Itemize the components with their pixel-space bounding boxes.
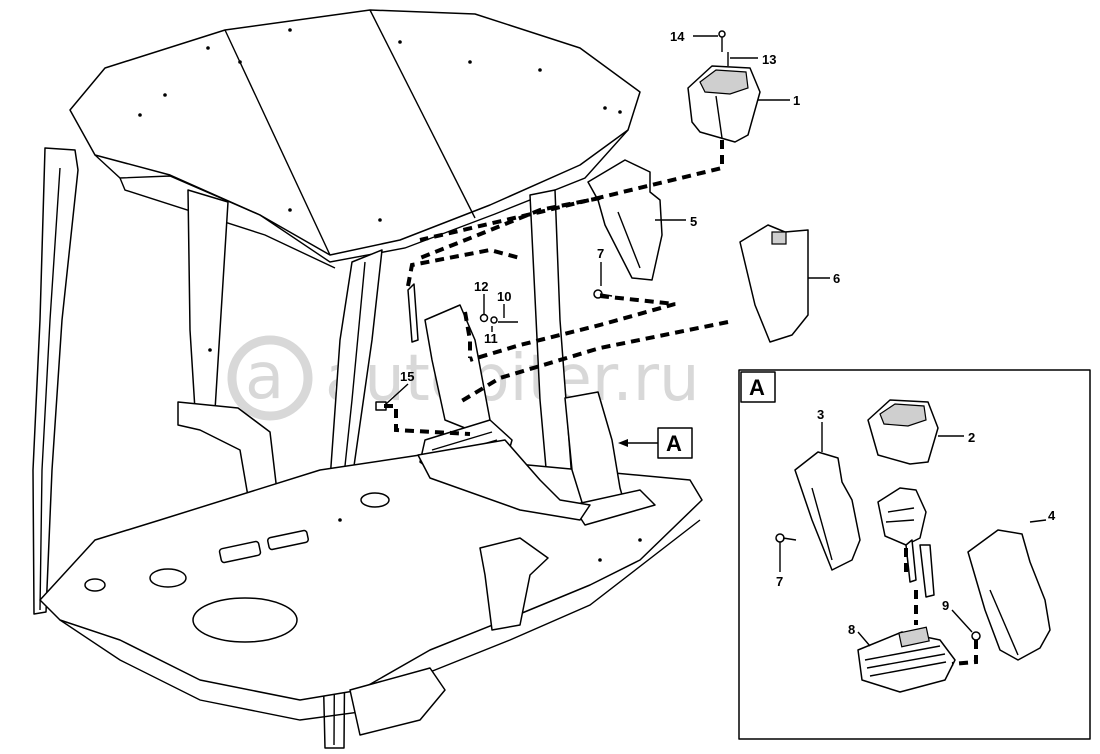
rear-left-pillar [187,189,229,411]
callout-10: 10 [497,289,511,304]
detail-callout-9: 9 [942,598,949,613]
detail-part-3 [794,451,861,571]
detail-callout-3: 3 [817,407,824,422]
assembly-line-15 [384,404,471,436]
detail-mechanism [877,487,927,546]
leader-lines-detail [779,422,1047,647]
detail-part-4 [967,529,1051,661]
callout-14: 14 [670,29,685,44]
cab-illustration: A [32,9,703,749]
front-lower-panel [349,667,446,736]
right-fender [479,537,549,631]
detail-callout-2: 2 [968,430,975,445]
callouts-detail: 3 2 4 7 8 9 [776,407,1056,637]
callout-5: 5 [690,214,697,229]
part-6-panel [739,224,809,343]
detail-view-label: A [749,375,765,400]
callout-7: 7 [597,246,604,261]
assembly-line-5 [419,196,601,260]
detail-view-a: A [738,369,1091,740]
rivet-dots [138,28,642,562]
callout-1: 1 [793,93,800,108]
cab-floor [39,454,703,701]
callout-13: 13 [762,52,776,67]
left-front-pillar [32,147,79,615]
detail-callout-8: 8 [848,622,855,637]
detail-callout-7: 7 [776,574,783,589]
assembly-line-7 [469,294,676,362]
watermark: a autopiter.ru [227,335,700,421]
watermark-text: autopiter.ru [325,342,700,416]
part-5-panel [587,159,663,281]
callout-11: 11 [484,331,498,346]
assembly-line-lever [406,247,521,287]
callouts-main: 14 13 1 5 6 7 12 10 11 15 [400,29,840,384]
view-ref-a: A [666,431,682,456]
detail-callout-4: 4 [1048,508,1056,523]
assembly-line-1 [419,140,724,242]
exploded-parts [375,30,809,436]
callout-15: 15 [400,369,414,384]
lever-arm [407,283,419,343]
callout-6: 6 [833,271,840,286]
leader-lines-main [385,35,830,405]
callout-12: 12 [474,279,488,294]
assembly-line-6 [458,320,729,404]
svg-text:a: a [245,340,284,414]
